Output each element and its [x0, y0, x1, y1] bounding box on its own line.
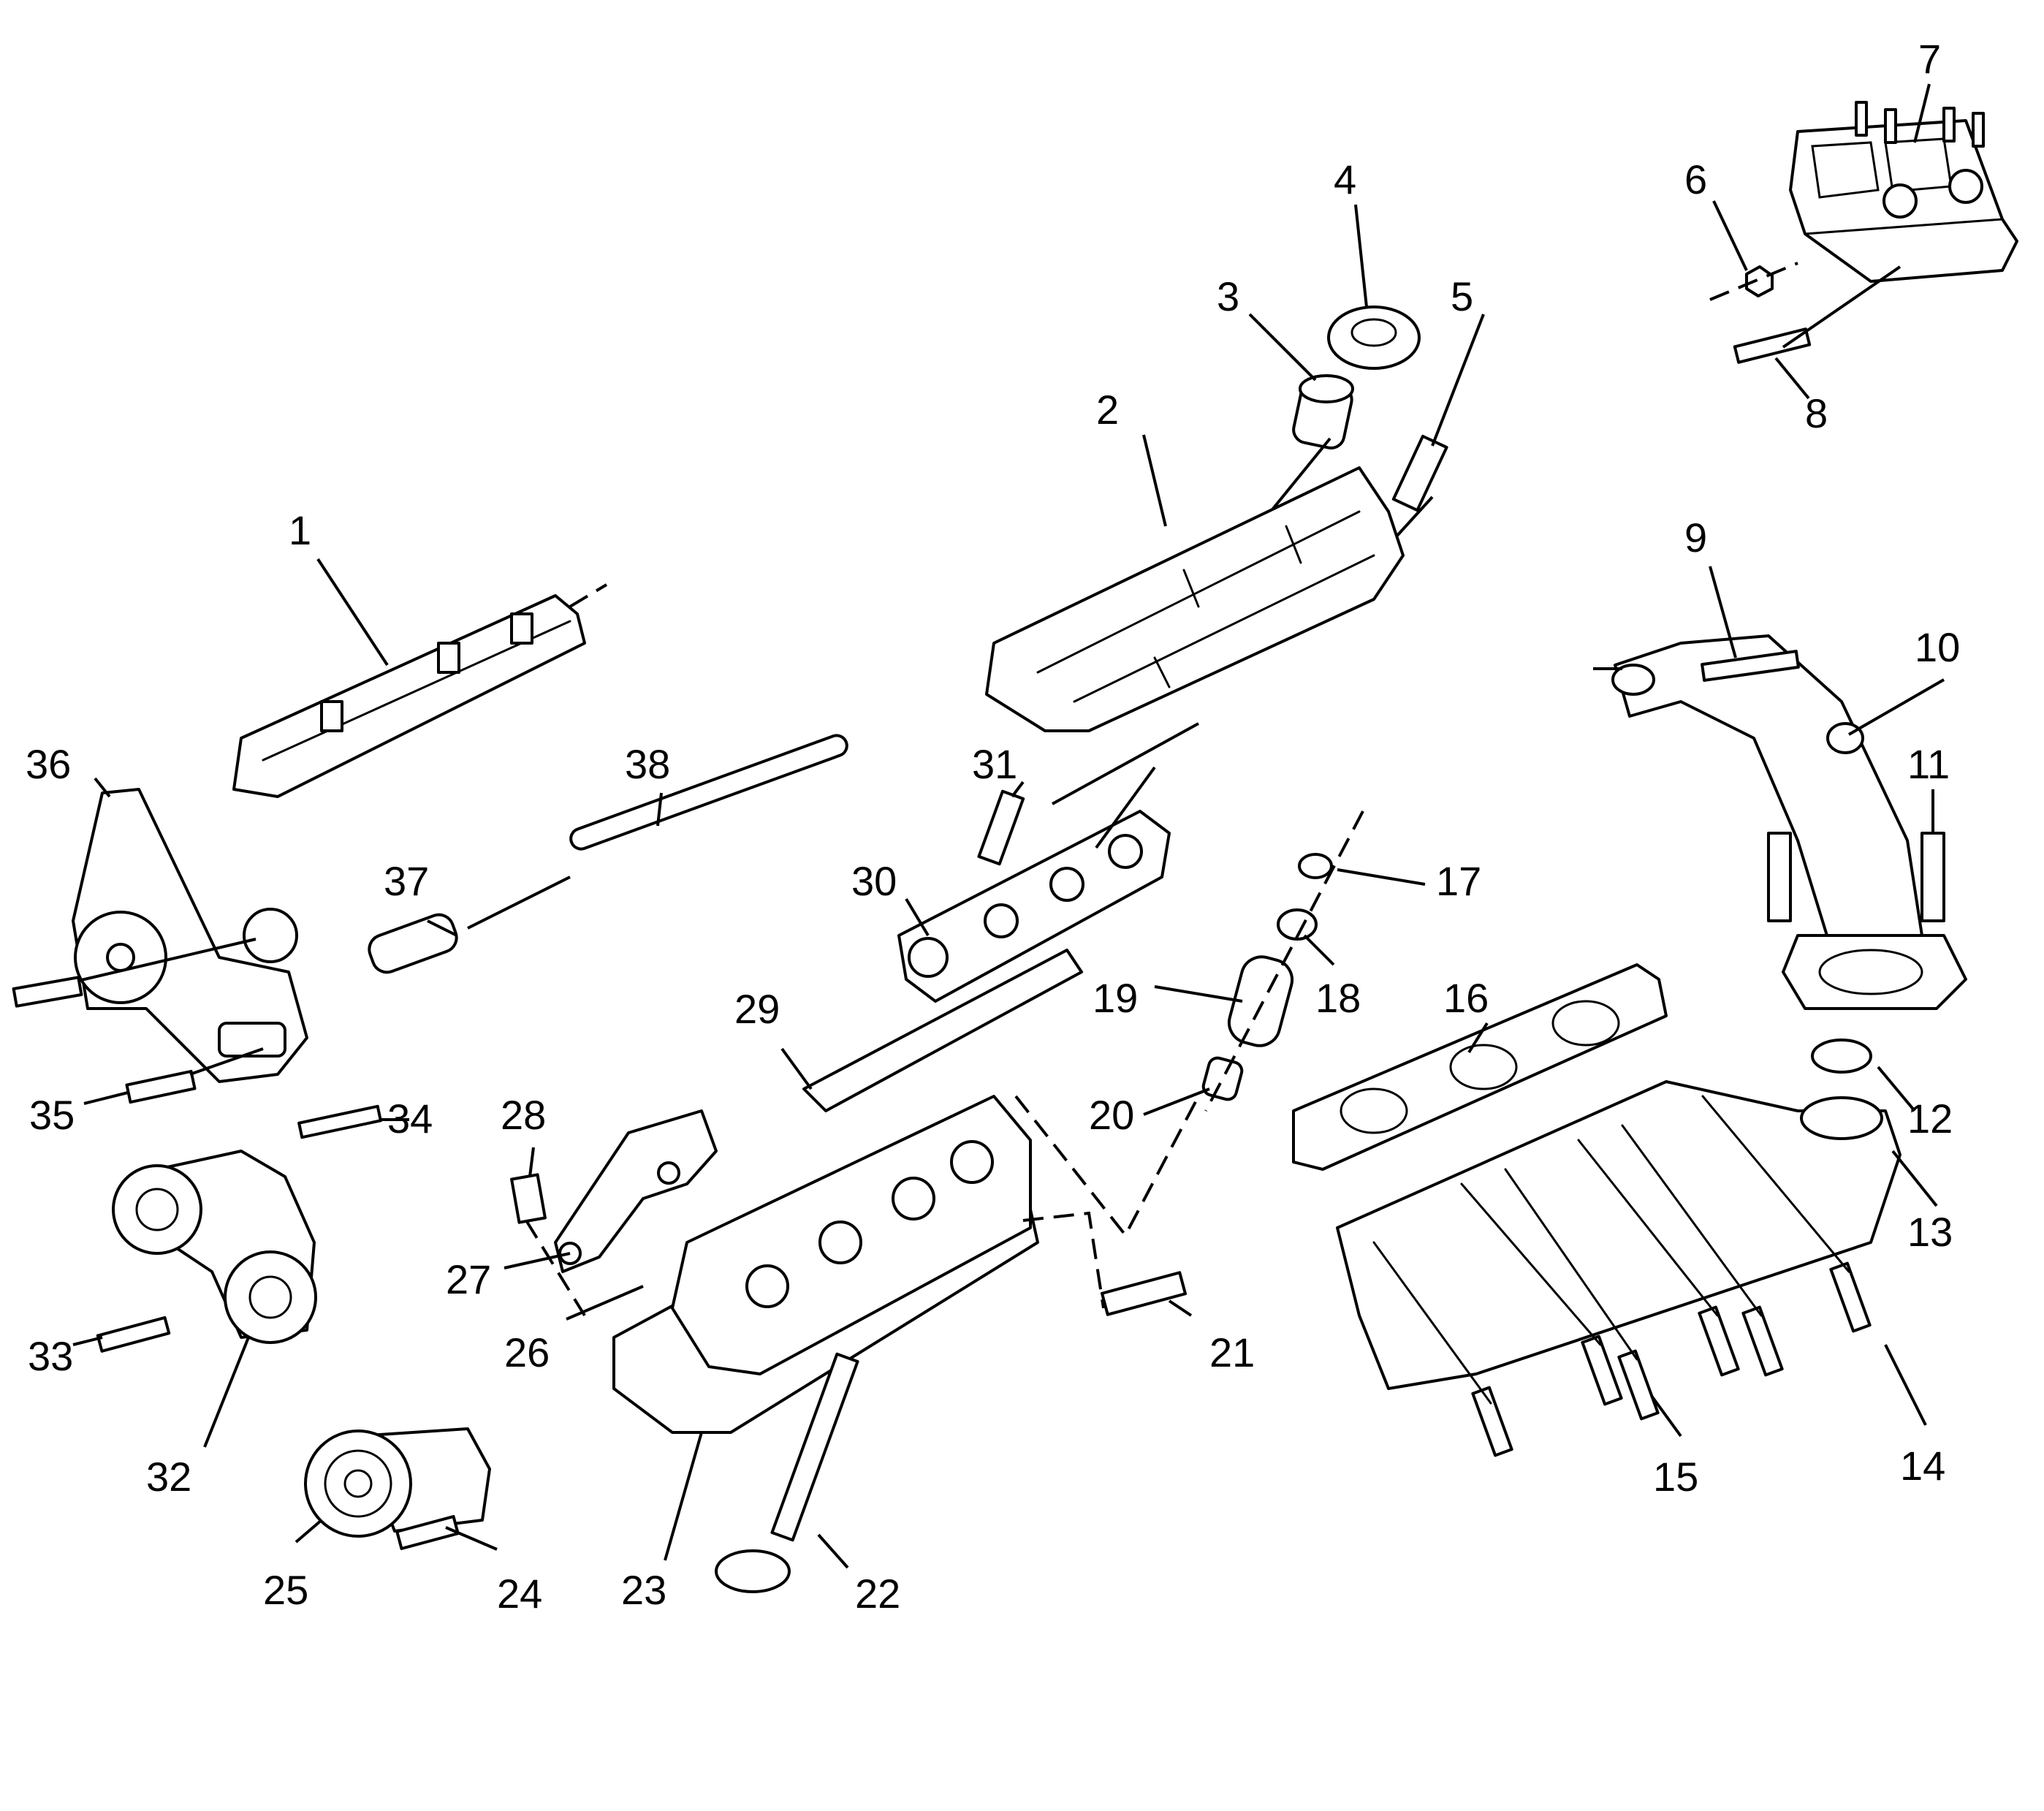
callout-6: 6	[1684, 156, 1707, 202]
bolt-24	[395, 1515, 460, 1550]
stud-34	[297, 1104, 382, 1139]
callout-5: 5	[1451, 273, 1473, 319]
lifter-37	[368, 913, 458, 974]
callout-3: 3	[1217, 273, 1239, 319]
pushrod-guide-29	[802, 949, 1083, 1112]
callout-36: 36	[26, 741, 71, 787]
callout-32: 32	[146, 1454, 191, 1500]
keeper-17	[1298, 853, 1333, 879]
callout-22: 22	[855, 1571, 900, 1617]
valve-22	[770, 1352, 859, 1542]
bolt-5	[1391, 434, 1448, 512]
bolt-36	[12, 976, 83, 1008]
callout-15: 15	[1653, 1454, 1698, 1500]
callout-1: 1	[289, 507, 311, 553]
rocker-arms-30	[897, 810, 1171, 1003]
pushrod-38	[569, 734, 848, 851]
seal-12	[1811, 1039, 1872, 1074]
accessory-bracket-36	[12, 788, 308, 1104]
bolt-8	[1733, 327, 1812, 364]
callout-29: 29	[734, 986, 780, 1032]
callout-7: 7	[1918, 36, 1941, 82]
lift-bracket-27	[510, 1109, 718, 1317]
cylinder-head-assembly	[612, 1095, 1200, 1593]
stud-9	[1701, 650, 1800, 682]
retainer-18	[1277, 908, 1318, 941]
callout-25: 25	[263, 1567, 308, 1613]
exhaust-crossover-pipe	[1593, 634, 1967, 1010]
rocker-arm-assembly	[802, 722, 1199, 1112]
callout-14: 14	[1900, 1443, 1945, 1489]
spark-plug-21	[1100, 1271, 1188, 1316]
callout-11: 11	[1907, 741, 1950, 787]
callout-38: 38	[625, 741, 670, 787]
pulley-top	[112, 1164, 202, 1255]
callout-24: 24	[497, 1571, 542, 1617]
tensioner-assembly	[96, 1104, 382, 1353]
callout-16: 16	[1443, 975, 1489, 1021]
callout-10: 10	[1915, 624, 1960, 670]
nut-6	[1745, 265, 1774, 297]
callout-34: 34	[387, 1096, 433, 1142]
callout-30: 30	[851, 858, 897, 904]
oil-cap-4	[1327, 305, 1421, 370]
manifold-gasket-16	[1292, 963, 1668, 1171]
exhaust-manifold-13	[1336, 1080, 1901, 1390]
bolt-31	[977, 789, 1025, 866]
callout-35: 35	[29, 1092, 75, 1138]
ignition-coil-assembly	[1709, 101, 2018, 364]
bolt-28	[510, 1173, 547, 1224]
bolt-35	[125, 1069, 197, 1104]
callout-8: 8	[1805, 390, 1828, 436]
callout-4: 4	[1334, 156, 1356, 202]
callout-26: 26	[504, 1329, 550, 1375]
callout-27: 27	[446, 1256, 491, 1302]
callout-23: 23	[621, 1567, 666, 1613]
callout-20: 20	[1089, 1092, 1134, 1138]
exhaust-manifold-assembly	[1292, 963, 1901, 1457]
callout-9: 9	[1684, 515, 1707, 561]
callout-13: 13	[1907, 1209, 1953, 1255]
callout-37: 37	[384, 858, 429, 904]
callout-28: 28	[501, 1092, 546, 1138]
manifold-studs	[1471, 1261, 1872, 1457]
callout-33: 33	[28, 1333, 73, 1379]
bolt-11-left	[1767, 832, 1792, 922]
callout-12: 12	[1907, 1096, 1953, 1142]
callout-labels: 1 2 3 4 5 6 7 8 9 10 11 12 13 14 15 16 1…	[26, 36, 1960, 1617]
callout-2: 2	[1096, 387, 1119, 433]
callout-17: 17	[1436, 858, 1481, 904]
valve-spring-parts	[1201, 810, 1364, 1112]
callout-31: 31	[972, 741, 1017, 787]
bolt-33	[96, 1315, 171, 1353]
pulley-32	[224, 1250, 317, 1344]
ignition-harness-1	[232, 583, 608, 798]
pushrod-lifter	[368, 734, 848, 974]
leader-lines	[72, 83, 1945, 1569]
idler-pulley-25	[304, 1427, 491, 1550]
callout-21: 21	[1209, 1329, 1255, 1375]
valve-cover-assembly	[985, 305, 1448, 732]
valve-springs	[745, 1140, 994, 1308]
callout-18: 18	[1315, 975, 1361, 1021]
callout-19: 19	[1093, 975, 1138, 1021]
seal-20	[1201, 1056, 1244, 1101]
bolt-11-right	[1920, 832, 1945, 922]
